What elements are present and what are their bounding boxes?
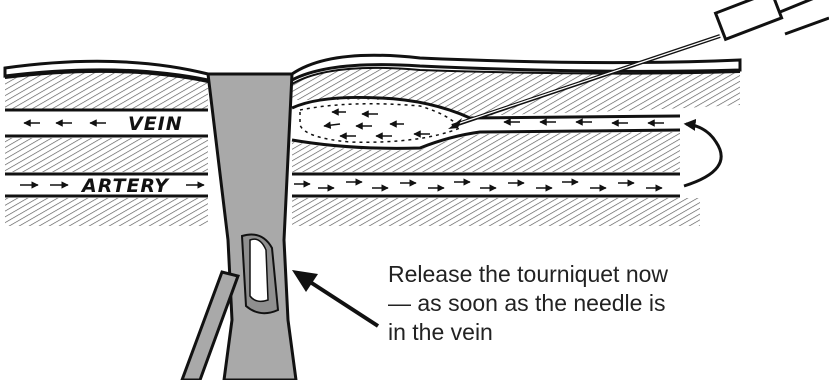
caption: Release the tourniquet now — as soon as … bbox=[388, 260, 688, 347]
vein-label: VEIN bbox=[128, 113, 183, 135]
tourniquet bbox=[182, 74, 296, 380]
curved-arrow-icon bbox=[684, 124, 721, 186]
middle-tissue bbox=[5, 132, 680, 172]
deep-tissue bbox=[5, 198, 700, 226]
arrow-icon bbox=[292, 270, 378, 326]
artery-label: ARTERY bbox=[80, 175, 170, 197]
caption-line-3: in the vein bbox=[388, 318, 688, 347]
caption-line-2: — as soon as the needle is bbox=[388, 289, 688, 318]
caption-line-1: Release the tourniquet now bbox=[388, 260, 688, 289]
flow-arrow-icon bbox=[324, 124, 340, 126]
